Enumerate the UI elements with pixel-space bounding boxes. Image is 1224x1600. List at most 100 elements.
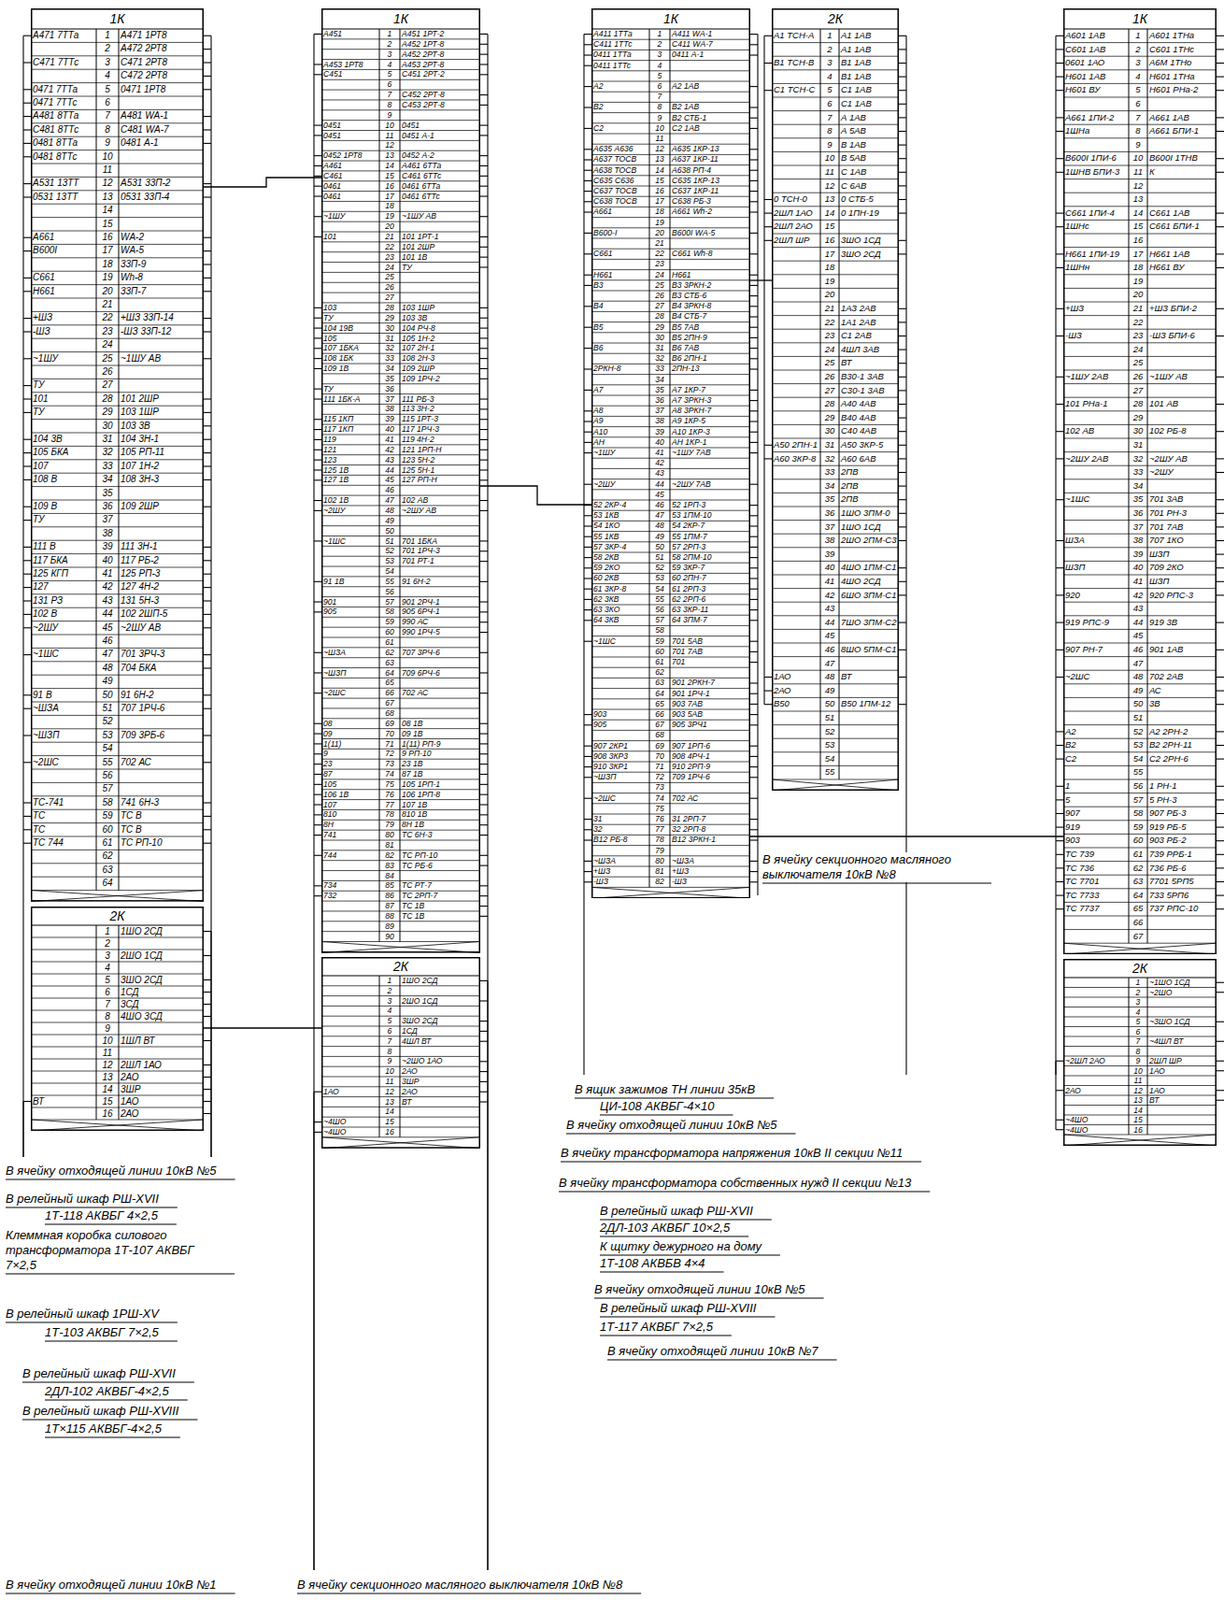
terminal-number: 2 [649,39,670,50]
terminal-number: 3 [820,56,840,71]
row-rule [321,849,481,851]
wire-label: ТС 2РП-7 [401,890,479,901]
row-rule [30,499,204,501]
cable-line [599,1113,734,1115]
wire-label: А635 1КР-13 [671,143,749,155]
wire-label: 127 1В [323,474,378,485]
terminal-number: 35 [379,373,400,385]
wire-label: 3В [1149,697,1215,712]
wire-label: С638 РБ-3 [671,196,749,207]
wire-label: АН [593,437,648,448]
wire [203,734,212,736]
wire [750,619,758,621]
wire [313,510,322,512]
wire [1216,471,1224,473]
row-rule [30,889,204,891]
terminal-number: 25 [1128,355,1148,371]
row-rule [321,403,481,405]
wire-label: В5 7АВ [671,322,749,333]
wire [583,766,592,768]
cable-line [5,1592,236,1594]
row-rule [321,748,481,750]
row-rule [30,122,204,124]
wire-label: 1ШО 2СД [120,925,202,938]
terminal-number: 50 [1128,697,1148,712]
wire [203,842,212,844]
wire [1216,267,1224,269]
wire-label: С461 [323,170,378,182]
wire-label: 127 РП-Н [401,474,479,485]
wire [203,263,212,265]
row-rule [321,1015,481,1017]
terminal-number: 50 [96,688,119,702]
row-rule [30,391,204,393]
row-rule [1063,724,1217,726]
terminal-number: 36 [96,499,119,513]
wire [583,860,592,862]
terminal-number: 62 [1128,861,1148,876]
wire-label: 810 [323,809,378,820]
wire [1055,1128,1064,1130]
row-rule [30,937,204,939]
terminal-number: 42 [96,580,119,594]
cable-note: В ячейку трансформатора напряжения 10кВ … [560,1145,903,1161]
wire [23,156,31,157]
terminal-number: 49 [96,674,119,688]
wire [1216,839,1224,841]
row-rule [321,48,481,50]
row-rule [591,321,751,323]
terminal-number: 29 [820,411,840,426]
wire-label: 109 2ШР [401,363,479,374]
wire [203,317,212,319]
wire [23,626,31,628]
wire-label: С471 7ТТс [32,56,95,70]
cable-note: В релейный шкаф РШ-XVIII [22,1403,179,1419]
terminal-number: 13 [96,1070,119,1083]
wire [1055,226,1064,228]
row-rule [591,395,751,397]
terminal-number: 25 [649,280,670,291]
terminal-number: 20 [379,221,400,232]
wire [583,483,592,485]
row-rule [30,526,204,527]
wire-label: ТС 7701 [1065,874,1127,889]
wire [1216,498,1224,500]
row-rule [771,341,899,343]
wire [203,654,212,655]
cable-note: В ячейку отходящей линии 10кВ №5 [566,1117,778,1133]
wire-label: 8Н 1В [401,819,479,830]
terminal-number: 12 [1128,1085,1148,1096]
terminal-number: 45 [379,474,400,485]
wire [750,609,758,611]
cable-note: В ячейку секционного масляного выключате… [762,852,973,883]
wire [480,905,488,907]
terminal-number: 37 [96,512,119,527]
wire [583,85,592,87]
wire [1216,430,1224,432]
row-rule [321,585,481,587]
wire-label: 2ПН-13 [671,363,749,374]
wire-label: ~2ШУ [323,505,378,516]
wire [1216,457,1224,459]
terminal-number: 24 [649,270,670,281]
terminal-number: 60 [379,626,400,638]
terminal-number: 30 [1128,424,1148,439]
terminal-number: 52 [96,714,119,728]
row-rule [321,1005,481,1007]
wire-label: 1ШНВ БПИ-3 [1065,165,1127,180]
wire [750,776,758,778]
wire [23,398,31,399]
row-rule [771,724,899,726]
wire [23,317,31,319]
wire-label: 103 1ШР [120,405,202,419]
wire-label: А472 2РТ8 [120,42,202,56]
terminal-number: 54 [820,752,840,767]
terminal-number: 11 [1128,165,1148,180]
wire-label: ТУ [32,405,95,419]
terminal-number: 38 [379,403,400,414]
terminal-number: 26 [820,370,840,385]
wire-label: 104 3В [32,432,95,446]
wire [583,609,592,611]
wire-label: 55 1ПМ-7 [671,531,749,542]
row-rule [321,869,481,871]
